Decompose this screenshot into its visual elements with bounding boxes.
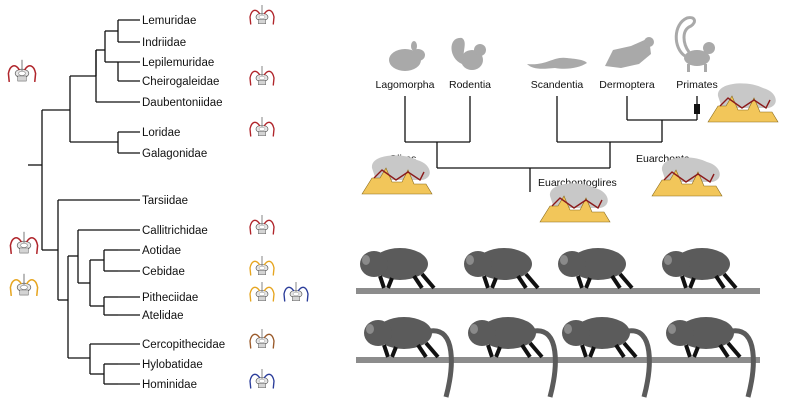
taxon-label: Primates (676, 79, 717, 91)
walking-sequence (356, 248, 760, 398)
family-label: Loridae (142, 127, 180, 139)
treeshrew-icon (527, 57, 587, 69)
vertebra-icon (283, 282, 309, 302)
family-label: Cercopithecidae (142, 339, 225, 351)
vertebra-icon (249, 215, 275, 235)
taxon-label: Dermoptera (599, 79, 655, 91)
walking-primate-icon (558, 248, 634, 290)
walking-primate-icon (468, 317, 558, 398)
family-label: Daubentoniidae (142, 97, 223, 109)
node-marker (694, 104, 700, 114)
walking-primate-icon (360, 248, 436, 290)
taxon-label: Rodentia (449, 79, 491, 91)
vertebra-icon (9, 231, 39, 254)
vertebra-icon (7, 59, 37, 82)
branch-support-lower (356, 357, 760, 363)
family-label: Lemuridae (142, 15, 196, 27)
taxon-label: Scandentia (531, 79, 584, 91)
family-label: Indriidae (142, 37, 186, 49)
vertebra-icon (249, 66, 275, 86)
family-label: Atelidae (142, 310, 184, 322)
walking-primate-icon (364, 317, 454, 398)
family-label: Lepilemuridae (142, 57, 214, 69)
primate-family-tree: LemuridaeIndriidaeLepilemuridaeCheirogal… (7, 5, 309, 391)
walking-primate-icon (662, 248, 738, 290)
colugo-icon (605, 37, 654, 68)
fossil-icon-primates (707, 83, 779, 123)
family-label: Galagonidae (142, 148, 207, 160)
walking-primate-icon (666, 317, 756, 398)
vertebra-icon (249, 256, 275, 276)
vertebra-icon (249, 369, 275, 389)
euarchontoglires-tree: Lagomorpha Rodentia Scandentia Dermoptera Pr… (361, 16, 779, 223)
rabbit-icon (389, 41, 425, 71)
family-label: Cheirogaleidae (142, 76, 219, 88)
taxon-label: Lagomorpha (376, 79, 435, 91)
vertebra-icon (249, 282, 275, 302)
fossil-icon-glires (361, 155, 433, 195)
fossil-icon-euarchontoglires (539, 183, 611, 223)
family-label: Hominidae (142, 379, 197, 391)
squirrel-icon (451, 37, 486, 70)
vertebra-icon (249, 117, 275, 137)
branch-support-upper (356, 288, 760, 294)
family-label: Cebidae (142, 266, 185, 278)
lemur-icon (674, 16, 715, 72)
family-label: Hylobatidae (142, 359, 203, 371)
family-label: Callitrichidae (142, 225, 208, 237)
vertebra-icon (249, 329, 275, 349)
fossil-icon-euarchonta (651, 157, 723, 197)
vertebra-icon (9, 273, 39, 296)
family-label: Pitheciidae (142, 292, 198, 304)
family-label: Aotidae (142, 245, 181, 257)
walking-primate-icon (562, 317, 652, 398)
walking-primate-icon (464, 248, 540, 290)
vertebra-icon (249, 5, 275, 25)
family-label: Tarsiidae (142, 195, 188, 207)
